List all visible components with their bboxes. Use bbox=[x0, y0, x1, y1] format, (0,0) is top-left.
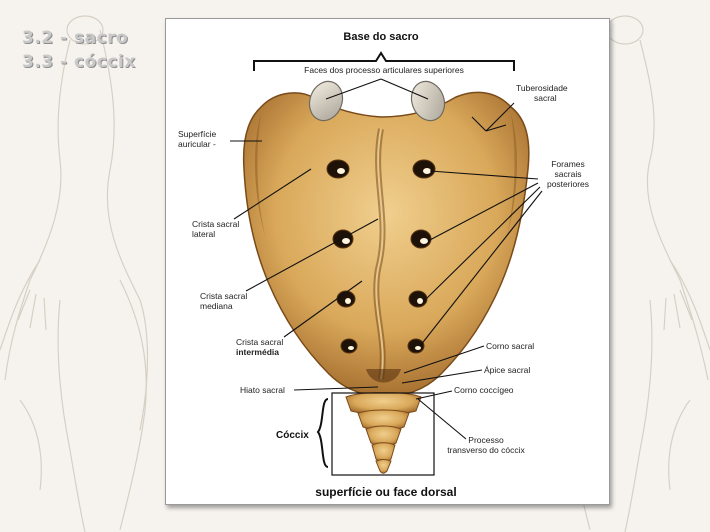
label-tuberosity: Tuberosidade sacral bbox=[516, 83, 568, 103]
label-lateral-crest: Crista sacral lateral bbox=[192, 219, 240, 239]
label-sacral-hiatus: Hiato sacral bbox=[240, 385, 285, 395]
heading-sacrum: 3.2 - sacro bbox=[22, 28, 129, 48]
label-coccygeal-horn: Corno coccígeo bbox=[454, 385, 514, 395]
label-sacral-horn: Corno sacral bbox=[486, 341, 535, 351]
sacrum-illustration bbox=[230, 51, 543, 476]
right-articular-facet bbox=[410, 80, 446, 122]
coccyx-brace bbox=[316, 398, 329, 468]
label-transverse-process: Processo transverso do cóccix bbox=[447, 435, 525, 455]
left-articular-facet bbox=[308, 80, 344, 122]
label-articular-facets: Faces dos processo articulares superiore… bbox=[304, 65, 464, 75]
label-intermediate-crest: Crista sacral intermédia bbox=[236, 337, 284, 357]
label-auricular-surface: Superfície auricular - bbox=[178, 129, 217, 149]
heading-coccyx: 3.3 - cóccix bbox=[22, 52, 136, 72]
label-posterior-foramina: Forames sacrais posteriores bbox=[546, 159, 590, 189]
label-median-crest: Crista sacral mediana bbox=[200, 291, 248, 311]
base-bracket bbox=[253, 51, 515, 71]
figure-caption: superfície ou face dorsal bbox=[315, 485, 457, 499]
label-coccyx: Cóccix bbox=[276, 430, 309, 441]
sacrum-bone bbox=[242, 91, 530, 396]
coccyx-box bbox=[331, 392, 435, 476]
coccyx-bone bbox=[345, 392, 422, 474]
base-title: Base do sacro bbox=[343, 31, 419, 43]
label-sacral-apex: Ápice sacral bbox=[484, 365, 531, 375]
figure-panel: Base do sacro Faces dos processo articul… bbox=[165, 18, 610, 505]
slide-headings: 3.2 - sacro 3.3 - cóccix bbox=[22, 26, 136, 74]
